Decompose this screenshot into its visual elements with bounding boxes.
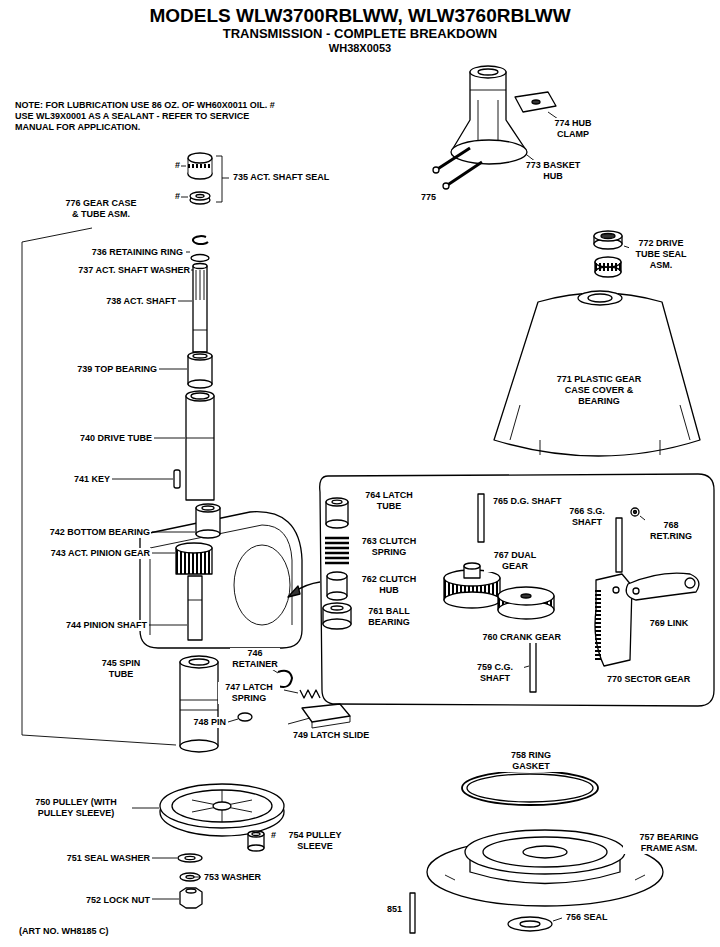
callout-label: 763 CLUTCH SPRING: [357, 536, 421, 558]
callout-label: 759 C.G. SHAFT: [466, 662, 524, 684]
callout-label: 765 D.G. SHAFT: [492, 496, 563, 507]
callout-label: 758 RING GASKET: [490, 750, 572, 772]
callout-label: 744 PINION SHAFT: [65, 620, 148, 631]
callout-label: 768 RET.RING: [645, 520, 697, 542]
callout-label: 764 LATCH TUBE: [358, 490, 420, 512]
callout-label: 760 CRANK GEAR: [481, 632, 562, 643]
callout-label: 757 BEARING FRAME ASM.: [623, 832, 715, 854]
callout-label: 773 BASKET HUB: [522, 160, 584, 182]
callout-label: 767 DUAL GEAR: [484, 550, 546, 572]
callout-label: 762 CLUTCH HUB: [358, 574, 420, 596]
callout-label: 769 LINK: [648, 618, 690, 629]
callout-label: 851: [386, 904, 403, 915]
callout-label: 738 ACT. SHAFT: [105, 296, 177, 307]
callout-label: 770 SECTOR GEAR: [606, 674, 691, 685]
callout-label: 741 KEY: [73, 474, 111, 485]
sealant-mark: #: [174, 160, 181, 171]
callout-label: 771 PLASTIC GEAR CASE COVER & BEARING: [548, 374, 650, 406]
callout-label: 753 WASHER: [203, 872, 262, 883]
callout-label: 772 DRIVE TUBE SEAL ASM.: [629, 238, 693, 270]
callout-label: 776 GEAR CASE & TUBE ASM.: [61, 198, 141, 220]
callout-label: 743 ACT. PINION GEAR: [50, 548, 151, 559]
callout-label: 749 LATCH SLIDE: [292, 730, 370, 741]
callout-label: 747 LATCH SPRING: [218, 682, 280, 704]
subtitle: TRANSMISSION - COMPLETE BREAKDOWN: [222, 26, 498, 42]
callout-label: 766 S.G. SHAFT: [560, 506, 614, 528]
callout-label: 775: [420, 192, 437, 203]
callout-label: 750 PULLEY (WITH PULLEY SLEEVE): [20, 797, 132, 819]
callout-label: 756 SEAL: [565, 912, 609, 923]
callout-label: 736 RETAINING RING: [91, 247, 184, 258]
sealant-mark: #: [174, 191, 181, 202]
callout-label: 751 SEAL WASHER: [66, 853, 151, 864]
callout-label: 748 PIN: [192, 717, 227, 728]
callout-label: 735 ACT. SHAFT SEAL: [232, 172, 330, 183]
callout-label: 737 ACT. SHAFT WASHER: [77, 265, 191, 276]
callout-label: 752 LOCK NUT: [85, 895, 151, 906]
callout-label: 761 BALL BEARING: [361, 606, 417, 628]
callout-label: 746 RETAINER: [230, 648, 280, 670]
diagram-title: MODELS WLW3700RBLWW, WLW3760RBLWW: [148, 5, 571, 28]
callout-label: 754 PULLEY SLEEVE: [279, 830, 351, 852]
lubrication-note: NOTE: FOR LUBRICATION USE 86 OZ. OF WH60…: [14, 100, 284, 132]
callout-label: 742 BOTTOM BEARING: [49, 527, 151, 538]
callout-label: 740 DRIVE TUBE: [79, 433, 153, 444]
callout-label: 745 SPIN TUBE: [92, 658, 150, 680]
subtitle: WH38X0053: [328, 42, 392, 55]
sealant-mark: #: [270, 830, 277, 841]
callout-label: 774 HUB CLAMP: [546, 118, 600, 140]
art-number: (ART NO. WH8185 C): [18, 926, 110, 937]
callout-label: 739 TOP BEARING: [76, 364, 158, 375]
